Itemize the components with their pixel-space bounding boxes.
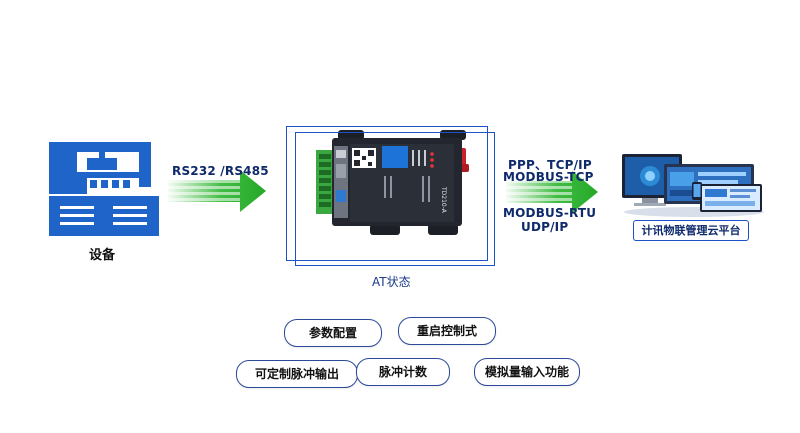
dtu-frame-front [286, 126, 488, 261]
platform-label: 计讯物联管理云平台 [633, 220, 749, 241]
platform-label-text: 计讯物联管理云平台 [641, 224, 741, 237]
right-arrow [506, 171, 598, 213]
link-label-left: RS232 /RS485 [172, 164, 269, 178]
dtu-model-text: TD210-A [440, 186, 447, 214]
link-label-right-bottom-2: UDP/IP [521, 220, 569, 234]
feature-restart-control: 重启控制式 [398, 317, 496, 345]
left-arrow [168, 170, 266, 212]
link-label-right-top-1: PPP、TCP/IP [508, 158, 592, 172]
feature-pulse-output: 可定制脉冲输出 [236, 360, 358, 388]
device-label: 设备 [89, 248, 116, 263]
feature-analog-input: 模拟量输入功能 [474, 358, 580, 386]
dtu-frame-back [295, 132, 495, 266]
feature-pulse-count: 脉冲计数 [356, 358, 450, 386]
machine-icon [49, 142, 159, 236]
at-status-label: AT状态 [372, 275, 411, 289]
feature-param-config: 参数配置 [284, 319, 382, 347]
dashboard-illustration [622, 154, 764, 217]
link-label-right-top-2: MODBUS-TCP [503, 170, 594, 184]
link-label-right-bottom-1: MODBUS-RTU [503, 206, 597, 220]
